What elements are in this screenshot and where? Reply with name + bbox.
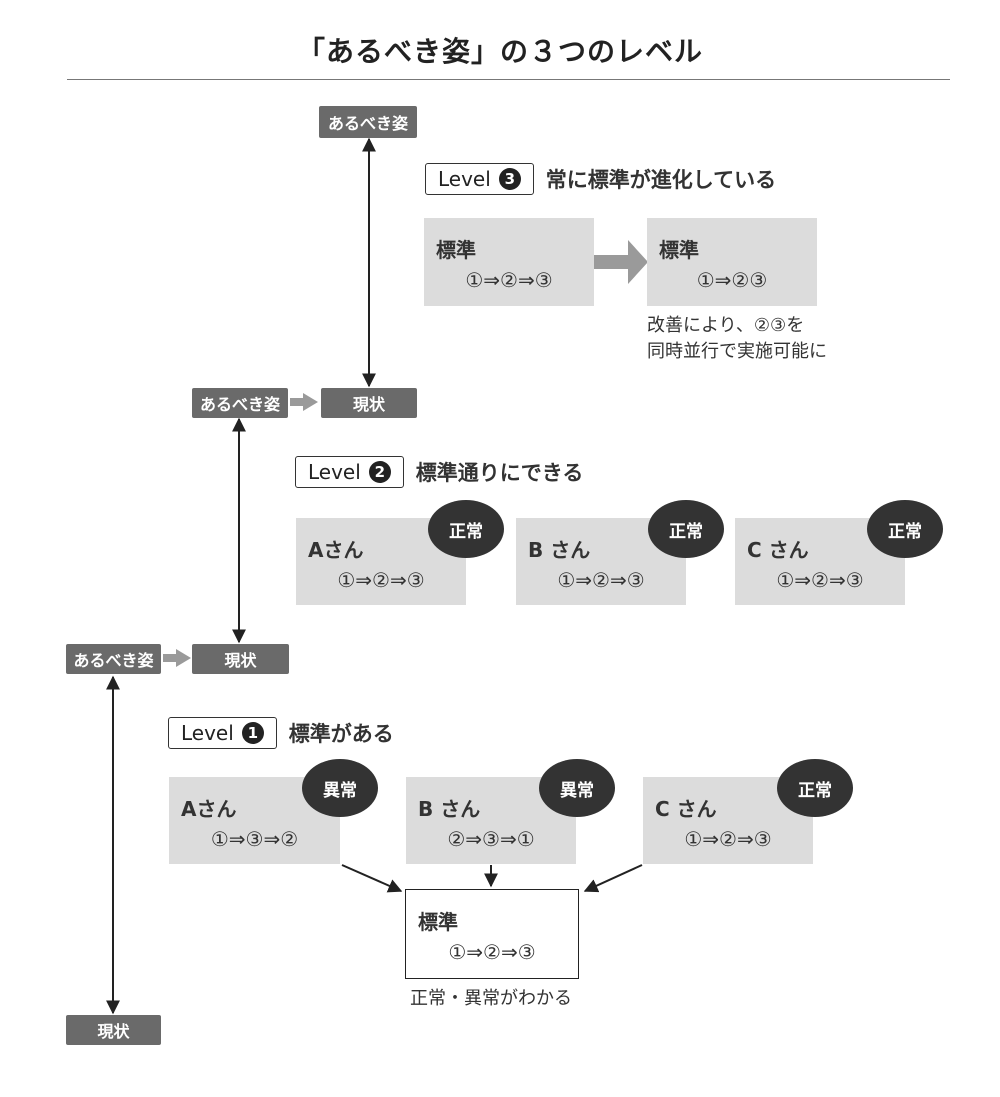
card-name: C さん [747,538,809,562]
status-badge: 正常 [428,500,504,558]
level3-note-line1: 改善により、②③を [647,315,805,336]
status-badge: 正常 [867,500,943,558]
diagram-title: 「あるべき姿」の３つのレベル [296,35,703,68]
card-sequence: ①⇒②⇒③ [776,568,864,592]
level2-header: Level 2 標準通りにできる [295,456,583,488]
card-name: C さん [655,797,717,821]
tag-transition-arrow-upper [290,393,318,411]
card-sequence: ①⇒②⇒③ [684,827,772,851]
card-sequence: ①⇒②⇒③ [465,268,553,292]
card-sequence: ①⇒②⇒③ [448,940,536,964]
ideal-tag-middle: あるべき姿 [192,388,288,418]
level3-note-line2: 同時並行で実施可能に [647,341,827,362]
card-sequence: ①⇒②⇒③ [557,568,645,592]
current-tag-middle: 現状 [192,644,289,674]
tag-transition-arrow-lower [163,649,191,667]
card-name: B さん [418,797,481,821]
status-badge: 異常 [539,759,615,817]
level1-note: 正常・異常がわかる [410,988,572,1009]
status-badge: 正常 [777,759,853,817]
card-name: 標準 [659,238,699,262]
ideal-tag-top: あるべき姿 [319,106,417,138]
level3-standard-after: 標準 ①⇒②③ [647,218,817,306]
level2-description: 標準通りにできる [415,461,584,485]
level1-description: 標準がある [288,722,394,746]
level3-description: 常に標準が進化している [545,168,777,192]
level1-number: 1 [241,722,264,744]
level3-standard-before: 標準 ①⇒②⇒③ [424,218,594,306]
card-name: Aさん [308,538,364,562]
level1-label: Level [181,721,234,745]
level1-label-box: Level 1 [168,717,277,749]
converge-arrow-c [583,864,643,893]
card-name: 標準 [436,238,476,262]
status-badge: 異常 [302,759,378,817]
level2-label: Level [308,460,361,484]
converge-arrow-a [341,864,403,893]
card-sequence: ②⇒③⇒① [447,827,535,851]
card-sequence: ①⇒③⇒② [210,827,299,851]
level2-label-box: Level 2 [295,456,404,488]
status-badge: 正常 [648,500,724,558]
level3-label-box: Level 3 [425,163,534,195]
level3-label: Level [438,167,491,191]
title-divider [67,79,950,80]
level2-number: 2 [368,461,391,483]
card-sequence: ①⇒②⇒③ [337,568,425,592]
level3-header: Level 3 常に標準が進化している [425,163,776,195]
level3-number: 3 [498,168,521,190]
current-tag-bottom: 現状 [66,1015,161,1045]
level2-card-b: B さん ①⇒②⇒③ [516,518,686,605]
current-tag-upper: 現状 [321,388,417,418]
level3-note: 改善により、②③を 同時並行で実施可能に [647,313,827,365]
card-name: B さん [528,538,591,562]
level1-header: Level 1 標準がある [168,717,394,749]
evolution-arrow [594,240,648,284]
card-name: 標準 [418,910,458,934]
card-sequence: ①⇒②③ [696,268,768,292]
ideal-tag-bottom: あるべき姿 [66,644,161,674]
level1-standard-box: 標準 ①⇒②⇒③ [405,889,579,979]
card-name: Aさん [181,797,237,821]
